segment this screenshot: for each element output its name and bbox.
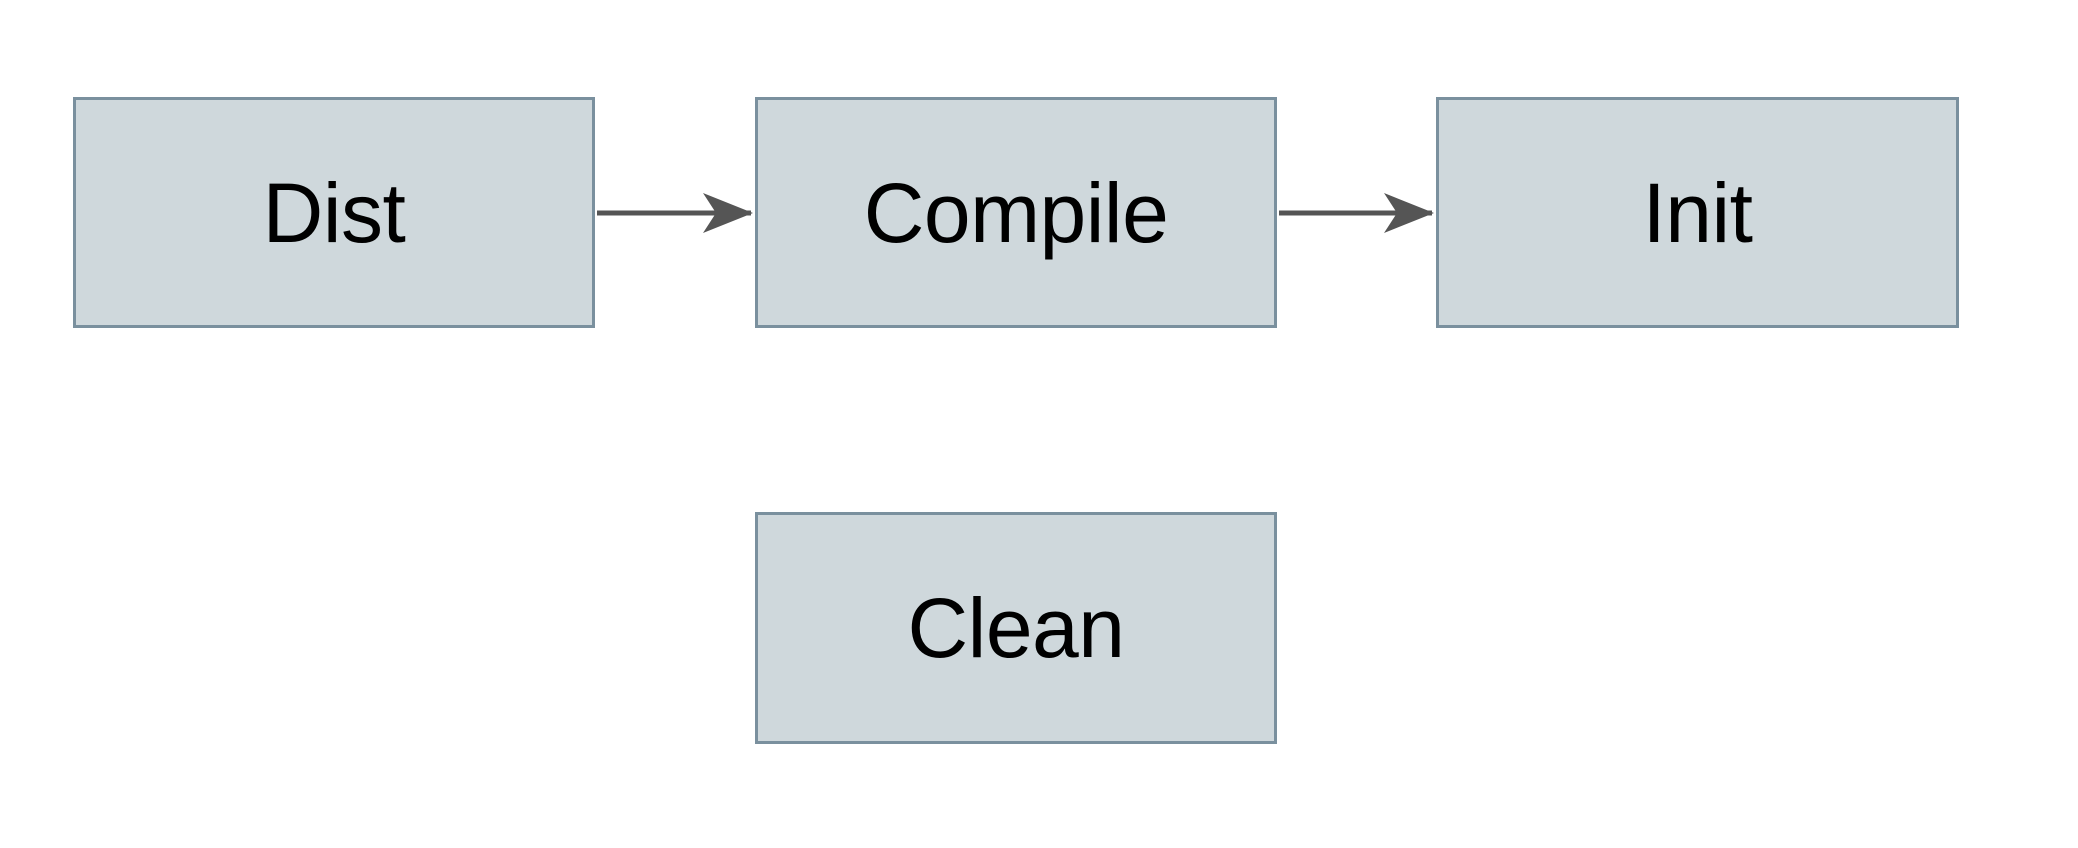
node-init[interactable]: Init: [1436, 97, 1959, 328]
node-compile[interactable]: Compile: [755, 97, 1277, 328]
node-dist[interactable]: Dist: [73, 97, 595, 328]
node-init-label: Init: [1642, 165, 1753, 260]
node-clean-label: Clean: [907, 581, 1125, 675]
node-clean[interactable]: Clean: [755, 512, 1277, 744]
node-dist-label: Dist: [262, 165, 406, 260]
node-compile-label: Compile: [863, 165, 1169, 260]
